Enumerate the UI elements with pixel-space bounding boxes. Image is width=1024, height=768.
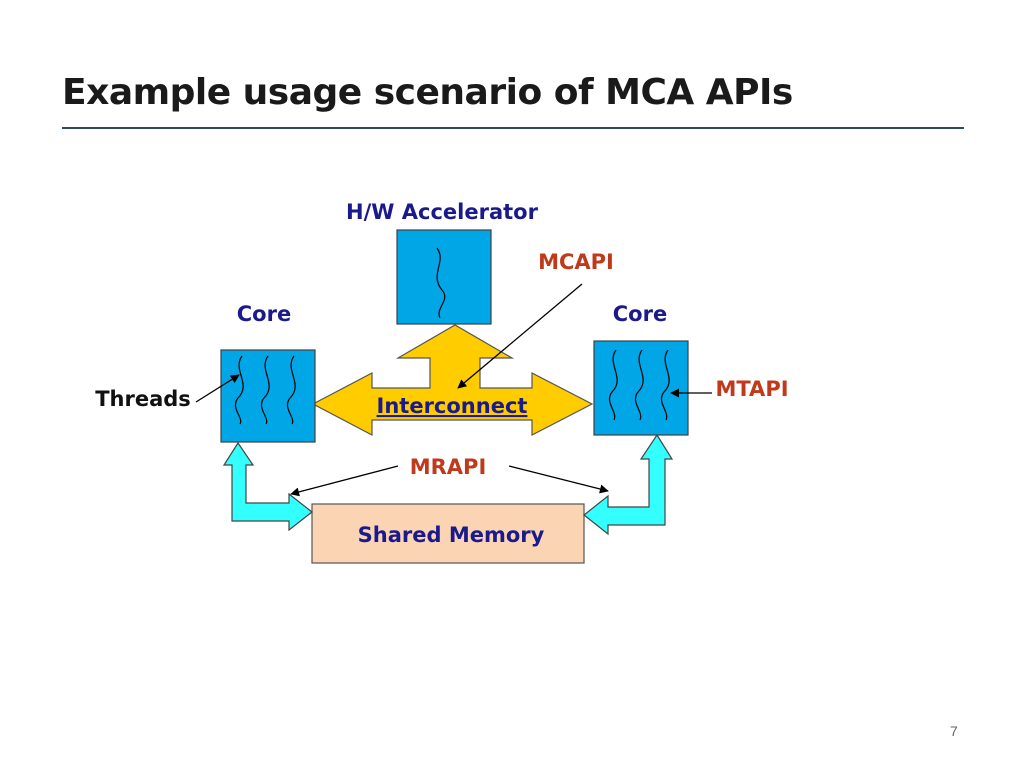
threads-label: Threads: [95, 387, 191, 411]
right-core-label: Core: [613, 302, 667, 326]
shared-memory-label: Shared Memory: [358, 523, 545, 547]
interconnect-arrow: [311, 324, 594, 436]
mrapi-left-pointer-arrow: [290, 465, 399, 497]
mrapi-label: MRAPI: [410, 455, 487, 479]
left-core-box: [220, 349, 316, 443]
interconnect-label: Interconnect: [377, 394, 528, 418]
threads-pointer-arrow: [195, 374, 240, 403]
thread-squiggle-icon: [260, 355, 270, 425]
hw-accelerator-box: [396, 229, 492, 325]
left-core-label: Core: [237, 302, 291, 326]
thread-squiggle-icon: [436, 247, 446, 319]
mcapi-label: MCAPI: [538, 250, 614, 274]
right-memory-link-arrow: [583, 433, 674, 536]
thread-squiggle-icon: [234, 355, 244, 425]
thread-squiggle-icon: [634, 349, 644, 421]
mrapi-right-pointer-arrow: [508, 465, 609, 494]
hw-accelerator-label: H/W Accelerator: [346, 200, 539, 224]
thread-squiggle-icon: [286, 355, 296, 425]
shared-memory-box: [311, 503, 585, 564]
thread-squiggle-icon: [608, 349, 618, 421]
slide-title: Example usage scenario of MCA APIs: [62, 72, 793, 113]
mtapi-label: MTAPI: [715, 377, 788, 401]
thread-squiggle-icon: [660, 349, 670, 421]
title-divider: [62, 127, 964, 129]
mcapi-pointer-arrow: [457, 283, 583, 389]
left-memory-link-arrow: [222, 441, 313, 532]
page-number: 7: [950, 723, 958, 739]
